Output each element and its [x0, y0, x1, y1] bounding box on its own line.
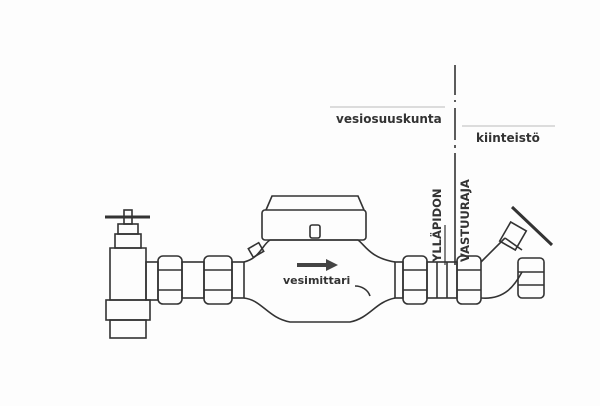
property-label: kiinteistö — [476, 131, 540, 145]
boundary-label-line1: YLLÄPIDON — [430, 188, 444, 262]
left-gate-valve — [105, 209, 151, 339]
boundary-label-line2: VASTUURAJA — [458, 179, 472, 262]
water-meter-body — [243, 195, 396, 323]
left-couplings — [145, 255, 245, 305]
water-cooperative-label: vesiosuuskunta — [336, 112, 442, 126]
responsibility-boundary-line — [330, 65, 555, 265]
meter-label: vesimittari — [283, 274, 351, 287]
right-angle-valve — [480, 205, 554, 299]
right-couplings — [394, 255, 482, 305]
